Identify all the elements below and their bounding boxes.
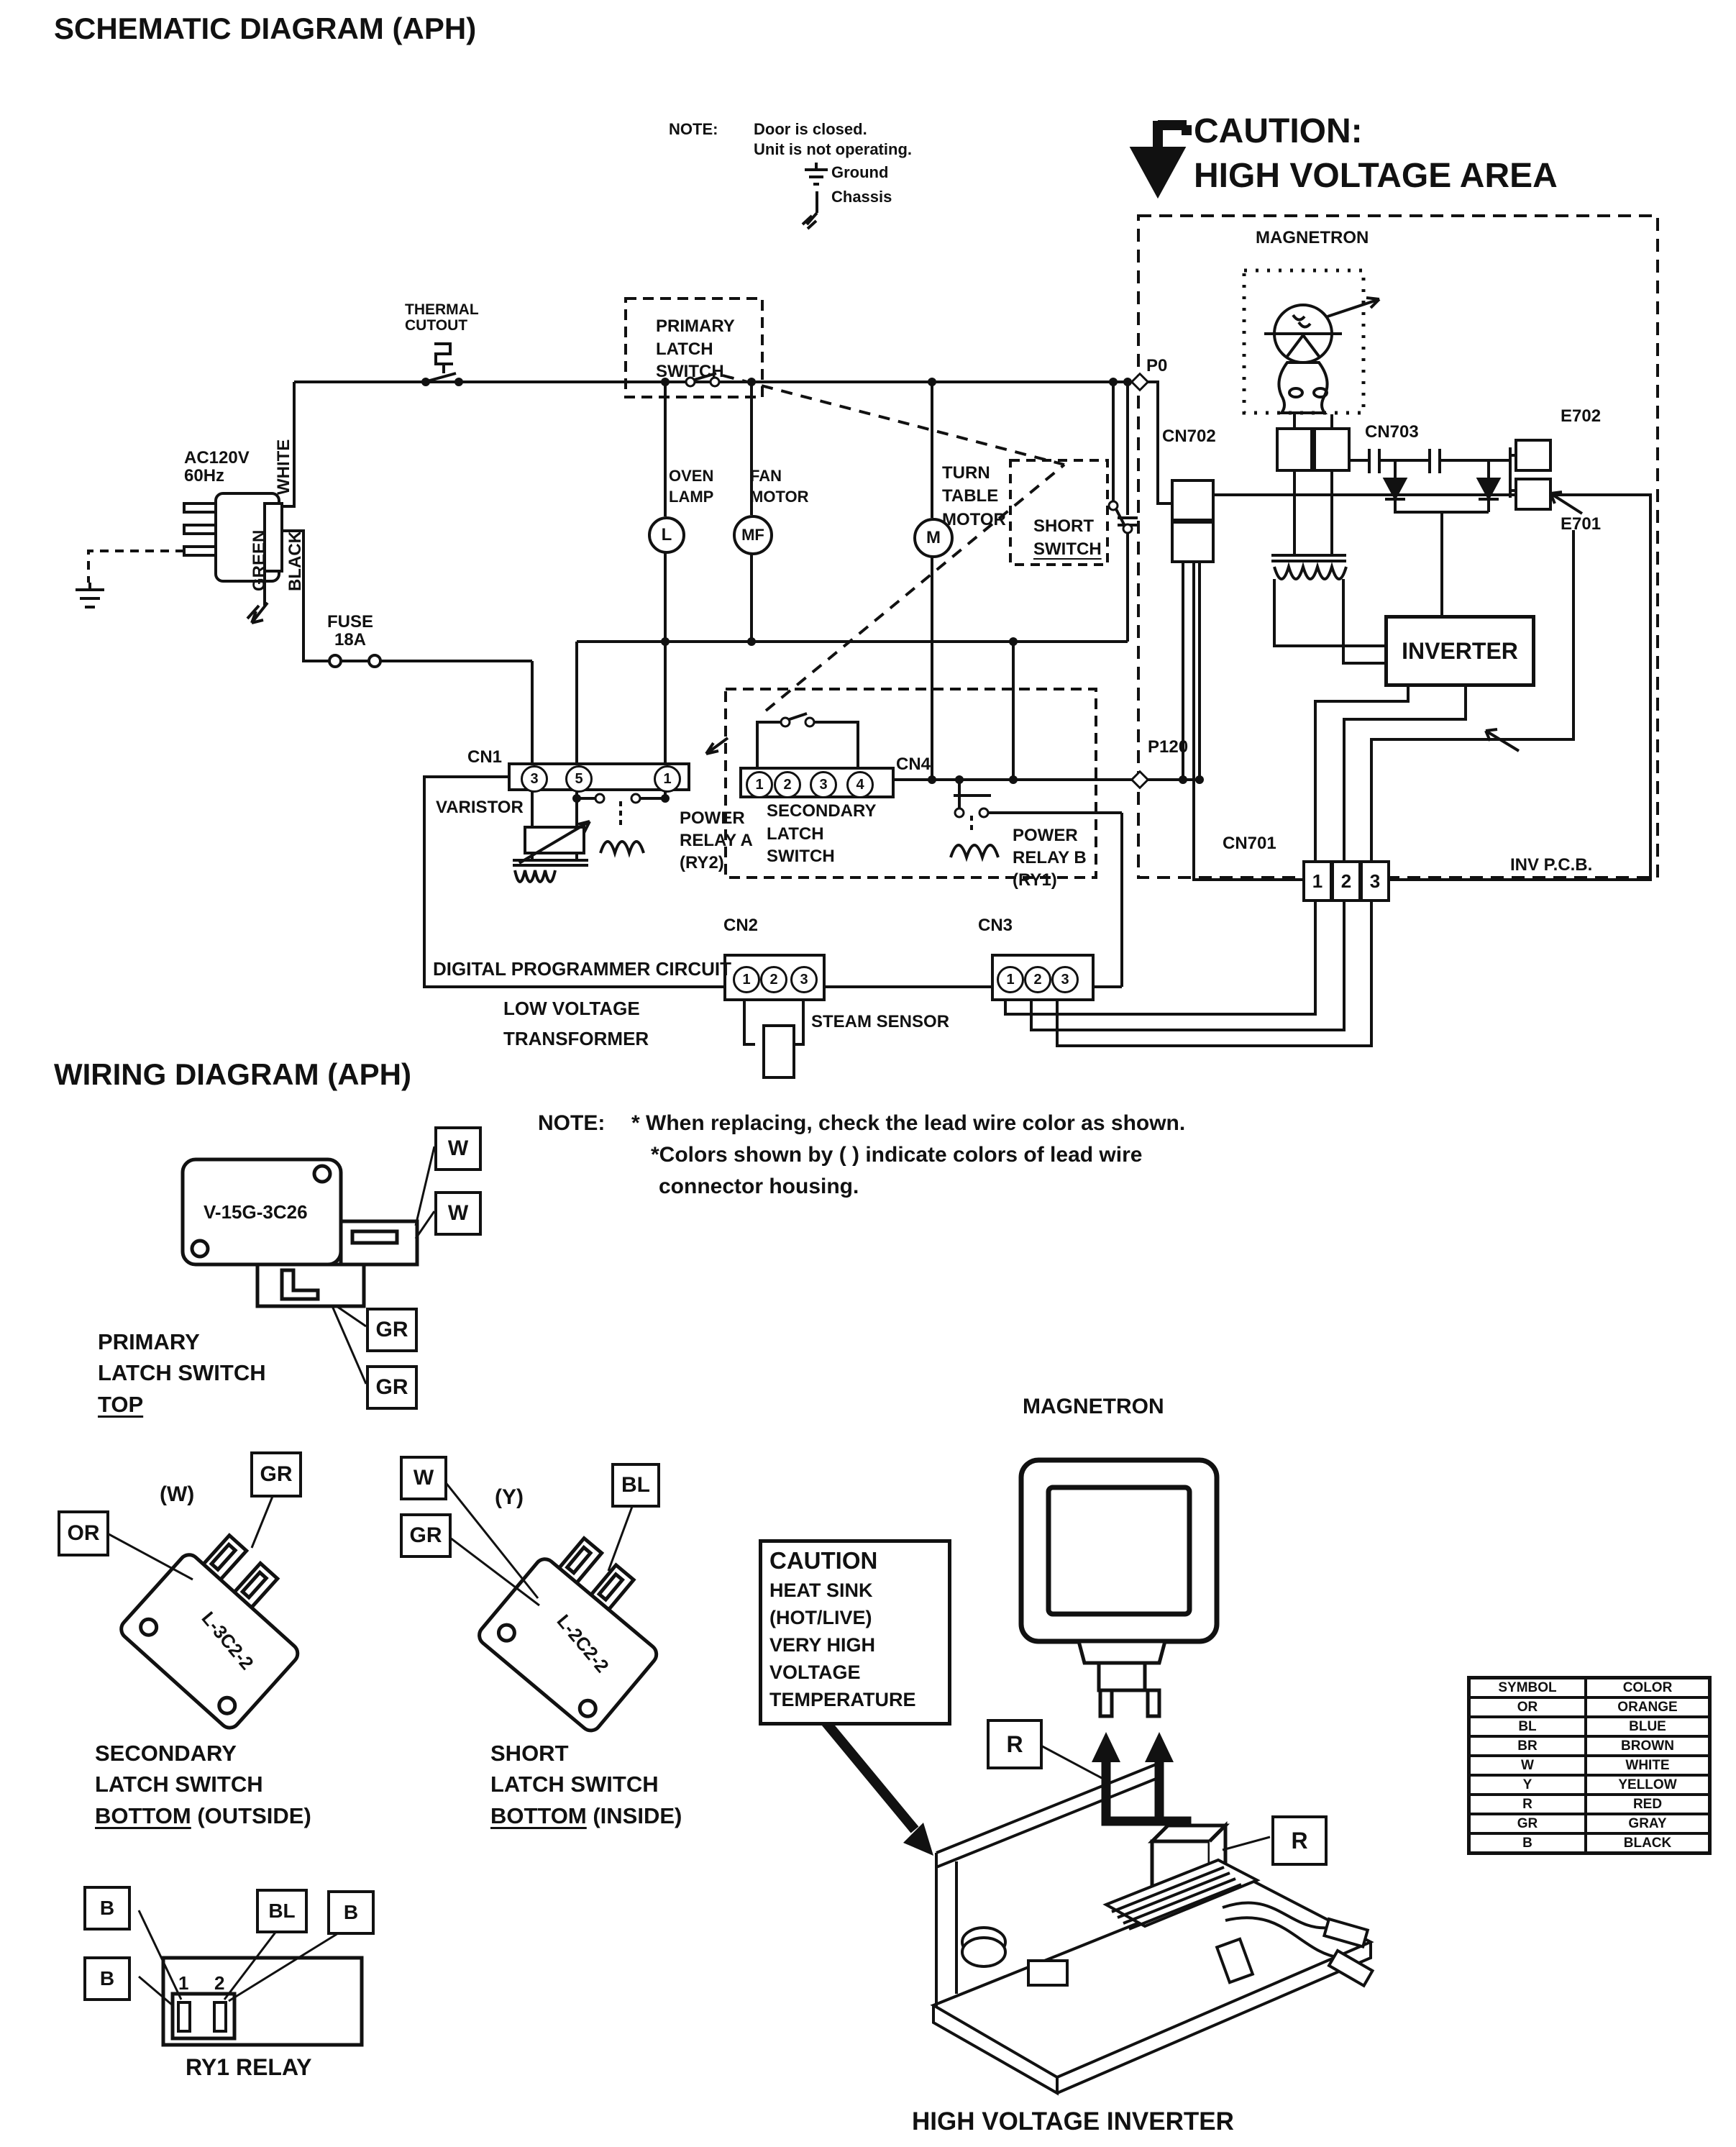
oven-lamp-label: OVEN LAMP — [669, 467, 714, 506]
wiring-note-line2: *Colors shown by ( ) indicate colors of … — [651, 1143, 1143, 1167]
fan-motor-symbol: MF — [733, 515, 773, 555]
short-caption: SHORT LATCH SWITCH BOTTOM (INSIDE) — [490, 1741, 682, 1828]
cn3-pin-1: 1 — [997, 966, 1024, 993]
cn2-pin-1: 1 — [733, 966, 760, 993]
p120-label: P120 — [1148, 737, 1189, 757]
cn1-pin-5: 5 — [565, 765, 593, 793]
wire-green-label: GREEN — [250, 529, 269, 591]
schematic-note-line1: Door is closed. — [754, 120, 867, 138]
relay-pin-1: 1 — [178, 1972, 189, 1994]
sec-pin-1: 1 — [746, 771, 773, 798]
thermal-cutout-label: THERMAL CUTOUT — [405, 301, 479, 334]
wiring-magnetron-label: MAGNETRON — [1023, 1395, 1164, 1418]
e701-label: E701 — [1561, 514, 1602, 534]
inv-pcb-label: INV P.C.B. — [1510, 855, 1593, 875]
lead-tag-b2: B — [83, 1956, 131, 2001]
chassis-legend: Chassis — [831, 188, 892, 206]
primary-part-number: V-15G-3C26 — [204, 1201, 308, 1223]
cn701-pin-2: 2 — [1331, 860, 1361, 902]
primary-latch-label: PRIMARY LATCH SWITCH — [656, 316, 735, 382]
ry1-relay-caption: RY1 RELAY — [186, 2054, 312, 2080]
secondary-caption: SECONDARY LATCH SWITCH BOTTOM (OUTSIDE) — [95, 1741, 311, 1828]
caution-heading-2: HIGH VOLTAGE AREA — [1194, 157, 1558, 195]
cn701-pin-3: 3 — [1360, 860, 1390, 902]
lead-tag-r1: R — [987, 1719, 1043, 1769]
lead-tag-gr4: GR — [400, 1513, 452, 1558]
wire-white-label: WHITE — [274, 439, 293, 495]
lead-tag-w1: W — [434, 1126, 482, 1171]
lead-tag-gr1: GR — [366, 1308, 418, 1352]
lead-tag-b1: B — [83, 1886, 131, 1931]
cn1-pin-3: 3 — [521, 765, 548, 793]
turn-table-label: TURN TABLE MOTOR — [942, 463, 1006, 529]
magnetron-label: MAGNETRON — [1256, 228, 1369, 247]
relay-a-label: POWER RELAY A (RY2) — [680, 808, 753, 873]
lead-tag-gr2: GR — [366, 1365, 418, 1410]
wiring-note-line3: connector housing. — [659, 1175, 859, 1198]
cn3-label: CN3 — [978, 916, 1013, 935]
caution-title: CAUTION — [769, 1547, 878, 1574]
color-table-header-color: COLOR — [1586, 1678, 1709, 1697]
sec-pin-4: 4 — [846, 771, 874, 798]
lead-tag-w3: W — [400, 1456, 447, 1500]
cn2-pin-2: 2 — [760, 966, 787, 993]
oven-lamp-symbol: L — [648, 516, 685, 554]
cn2-pin-3: 3 — [790, 966, 818, 993]
cn701-label: CN701 — [1223, 834, 1276, 853]
schematic-title: SCHEMATIC DIAGRAM (APH) — [54, 12, 477, 45]
cn702-label: CN702 — [1162, 427, 1216, 446]
heat-sink-caution-box: CAUTION HEAT SINK (HOT/LIVE) VERY HIGH V… — [759, 1539, 951, 1726]
turn-table-symbol: M — [913, 518, 954, 558]
wire-black-label: BLACK — [285, 531, 305, 591]
relay-pin-2: 2 — [214, 1972, 225, 1994]
caution-heading-1: CAUTION: — [1194, 112, 1363, 150]
wiring-note-label: NOTE: — [538, 1111, 606, 1135]
ac-source-label: AC120V 60Hz — [184, 448, 250, 486]
lead-tag-gr3: GR — [250, 1451, 302, 1498]
lead-tag-w2: W — [434, 1191, 482, 1236]
e702-label: E702 — [1561, 406, 1602, 426]
cn701-pin-1: 1 — [1302, 860, 1333, 902]
cn703-label: CN703 — [1365, 422, 1419, 442]
schematic-note-label: NOTE: — [669, 120, 718, 138]
cn4-label: CN4 — [896, 755, 931, 774]
lead-tag-w-housing: (W) — [160, 1482, 195, 1506]
hv-inverter-caption: HIGH VOLTAGE INVERTER — [912, 2107, 1234, 2135]
dpc-label: DIGITAL PROGRAMMER CIRCUIT — [433, 958, 732, 980]
steam-sensor-label: STEAM SENSOR — [811, 1012, 950, 1031]
cn1-pin-1: 1 — [654, 765, 681, 793]
sec-pin-2: 2 — [774, 771, 801, 798]
lead-tag-or: OR — [58, 1510, 109, 1556]
cn2-label: CN2 — [723, 916, 759, 935]
fuse-label: FUSE 18A — [327, 612, 374, 650]
lead-tag-y-housing: (Y) — [495, 1485, 524, 1509]
color-table-header-symbol: SYMBOL — [1469, 1678, 1586, 1697]
secondary-latch-label: SECONDARY LATCH SWITCH — [767, 801, 877, 867]
lv-transformer-label: LOW VOLTAGE TRANSFORMER — [503, 998, 649, 1049]
wiring-note-line1: * When replacing, check the lead wire co… — [631, 1111, 1186, 1135]
inverter-box: INVERTER — [1384, 615, 1535, 687]
primary-caption: PRIMARY LATCH SWITCH TOP — [98, 1329, 266, 1417]
schematic-note-line2: Unit is not operating. — [754, 140, 912, 158]
lead-tag-bl: BL — [611, 1463, 660, 1508]
ground-legend: Ground — [831, 163, 889, 181]
lead-tag-bl2: BL — [256, 1889, 308, 1933]
cn1-label: CN1 — [467, 747, 503, 767]
cn3-pin-2: 2 — [1024, 966, 1051, 993]
lead-tag-b3: B — [327, 1890, 375, 1935]
lead-tag-r2: R — [1271, 1815, 1328, 1866]
cn3-pin-3: 3 — [1051, 966, 1079, 993]
relay-b-label: POWER RELAY B (RY1) — [1013, 826, 1087, 890]
varistor-label: VARISTOR — [436, 798, 524, 817]
fan-motor-label: FAN MOTOR — [750, 467, 809, 506]
sec-pin-3: 3 — [810, 771, 837, 798]
wiring-title: WIRING DIAGRAM (APH) — [54, 1057, 411, 1091]
short-switch-label: SHORT SWITCH — [1033, 516, 1102, 560]
p0-label: P0 — [1146, 356, 1168, 375]
